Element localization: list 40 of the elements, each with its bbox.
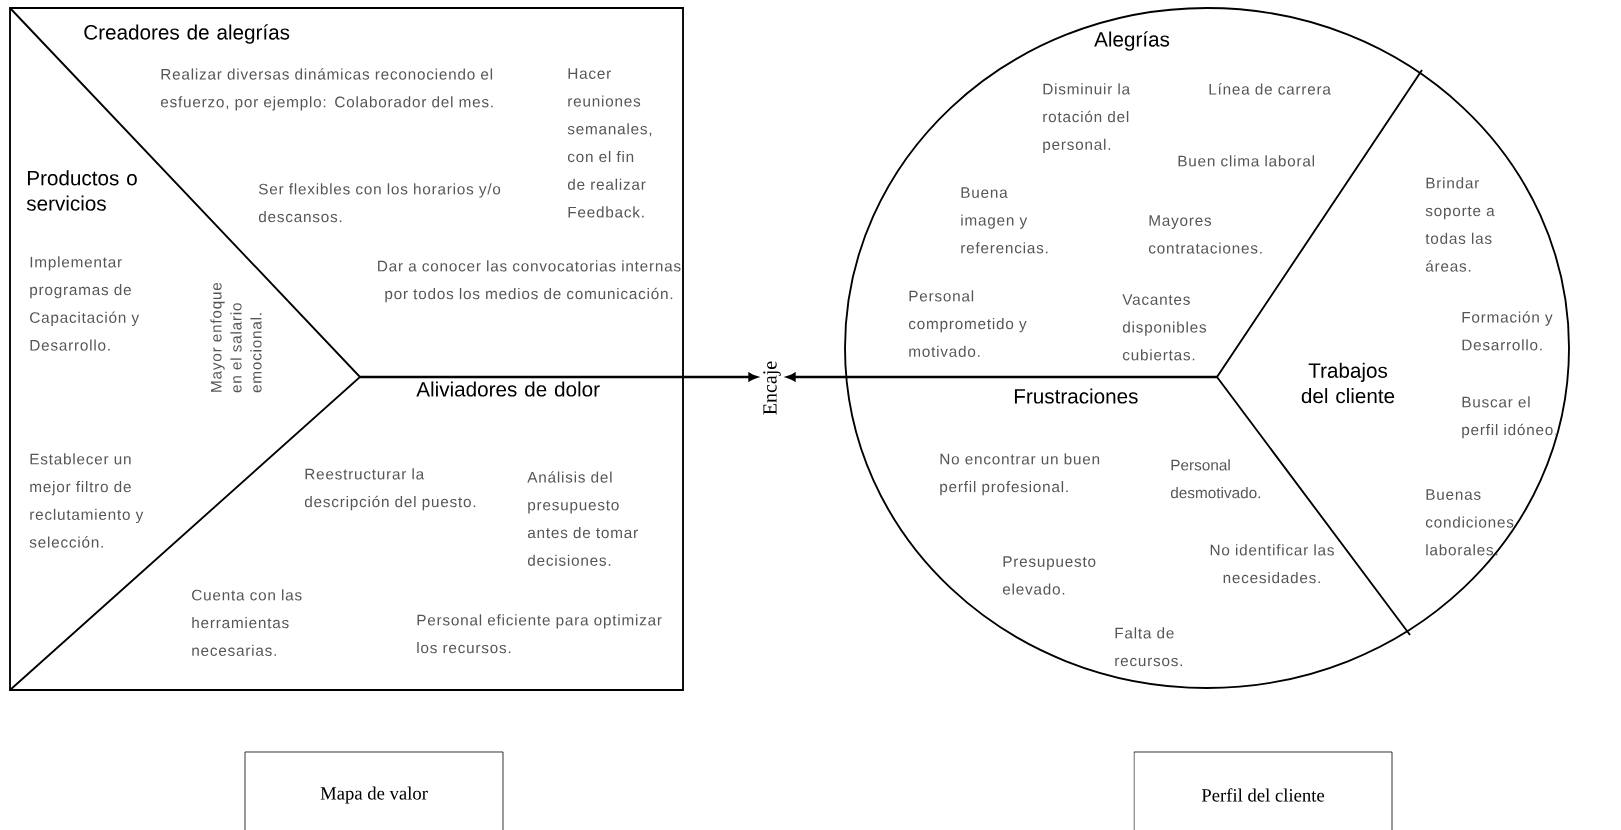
note-text: No identificar las necesidades. [1210, 544, 1334, 584]
section-heading: Frustraciones [1014, 388, 1138, 404]
section-heading: Trabajos del cliente [1301, 362, 1395, 404]
note-text: Buena imagen y referencias. [961, 187, 1048, 254]
value-map-square [9, 7, 684, 691]
note-text: Personal desmotivado. [1170, 459, 1261, 499]
note-text: Dar a conocer las convocatorias internas por todos los medios de comunicación. [378, 260, 681, 303]
section-heading: Creadores de alegrías [84, 24, 290, 44]
note-text: Buscar el perfil idóneo. [1462, 396, 1557, 439]
section-heading: Alegrías [1094, 31, 1170, 51]
note-text: Implementar programas de Capacitación y Desarrollo. [30, 256, 140, 351]
section-heading: Productos o servicios [26, 170, 137, 211]
note-text: Cuenta con las herramientas necesarias. [192, 589, 302, 656]
note-text: No encontrar un buen perfil profesional. [940, 453, 1100, 496]
section-heading: Aliviadores de dolor [416, 381, 600, 397]
note-text: Falta de recursos. [1115, 627, 1183, 667]
note-text: Personal eficiente para optimizar los recursos. [417, 614, 662, 654]
node-label: Encaje [763, 361, 781, 415]
note-text: Mayores contrataciones. [1148, 215, 1262, 254]
note-text: Realizar diversas dinámicas reconociendo el esfuerzo, por ejemplo: Colaborador del mes. [160, 68, 493, 111]
note-text: Formación y Desarrollo. [1462, 311, 1553, 351]
customer-profile-circle [844, 7, 1570, 689]
note-text: Brindar soporte a todas las áreas. [1425, 177, 1495, 272]
caption-box: Mapa de valor [244, 751, 504, 830]
note-text: Personal comprometido y motivado. [908, 290, 1027, 357]
caption-box: Perfil del cliente [1133, 751, 1393, 830]
note-text: Establecer un mejor filtro de reclutamiento y selección. [29, 453, 144, 548]
note-text: Disminuir la rotación del personal. [1043, 83, 1131, 153]
rotated-note-text: Mayor enfoque en el salario emocional. [210, 282, 262, 393]
note-text: Línea de carrera [1209, 83, 1331, 95]
note-text: Buenas condiciones laborales. [1425, 489, 1514, 556]
note-text: Presupuesto elevado. [1002, 556, 1096, 595]
note-text: Vacantes disponibles cubiertas. [1122, 294, 1207, 361]
arrow [786, 372, 847, 382]
note-text: Reestructurar la descripción del puesto. [304, 468, 476, 511]
note-text: Análisis del presupuesto antes de tomar decisiones. [527, 471, 638, 566]
arrow [683, 372, 758, 382]
note-text: Hacer reuniones semanales, con el fin de realizar Feedback. [567, 68, 652, 218]
note-text: Buen clima laboral [1178, 155, 1314, 167]
note-text: Ser flexibles con los horarios y/o descansos. [258, 183, 501, 223]
